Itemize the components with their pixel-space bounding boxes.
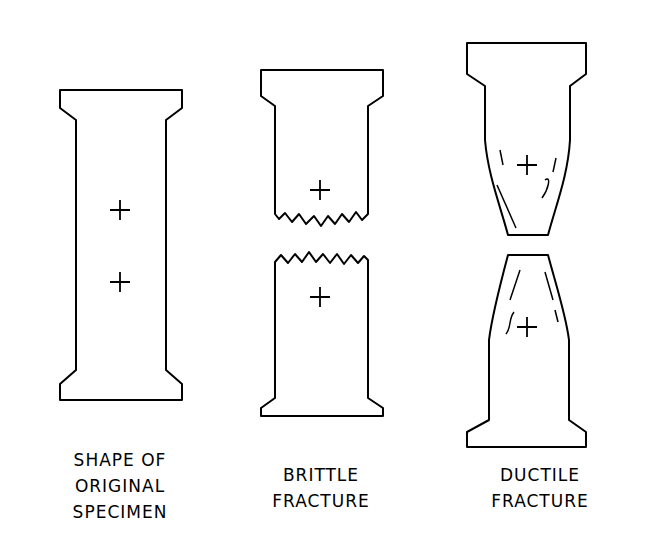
specimen-caption: BRITTLE FRACTURE [272,462,369,514]
specimen-caption: SHAPE OF ORIGINAL SPECIMEN [61,447,179,525]
slip-line [497,150,558,334]
ductile-top-piece [467,43,586,235]
specimen-caption: DUCTILE FRACTURE [491,462,588,514]
gauge-mark [517,155,537,337]
ductile-bottom-piece [467,255,586,447]
brittle-top-piece [261,70,383,226]
gauge-mark [110,200,130,292]
original-specimen [60,90,182,400]
brittle-bottom-piece [261,252,383,416]
gauge-mark [310,180,330,307]
